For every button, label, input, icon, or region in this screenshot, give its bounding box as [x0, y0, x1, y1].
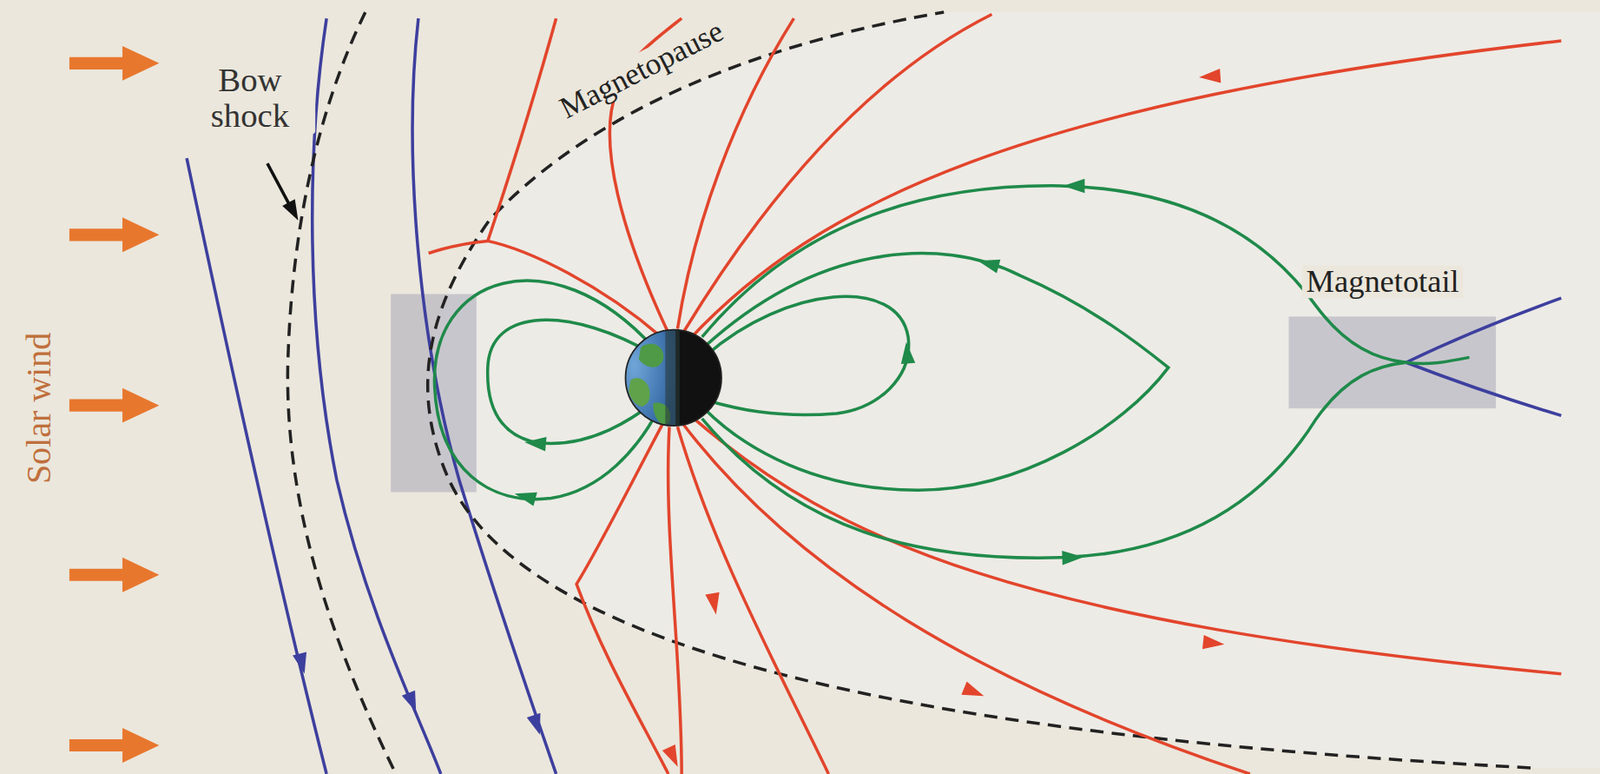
- closed-field-lines: [434, 185, 1469, 558]
- magnetopause-line: [427, 12, 1531, 768]
- solar-wind-arrows: [69, 46, 159, 763]
- leader-line: [267, 163, 292, 210]
- open-field-lines: [428, 13, 1562, 773]
- solar-wind-label: Solar wind: [20, 328, 58, 488]
- bow-shock-label: Bow shock: [184, 62, 316, 133]
- earth-outline: [625, 329, 722, 426]
- magnetosphere-region: [427, 12, 1600, 768]
- leader-arrowhead: [282, 198, 305, 224]
- magnetotail-label: Magnetotail: [1302, 264, 1463, 298]
- field-arrowheads: [292, 651, 547, 738]
- earth: [612, 316, 735, 439]
- open-field-arrowheads: [662, 68, 1225, 770]
- closed-field-arrowheads: [513, 178, 1086, 566]
- tail-reconnection-region: [1289, 316, 1497, 409]
- solar-wind-field-lines: [186, 18, 1561, 774]
